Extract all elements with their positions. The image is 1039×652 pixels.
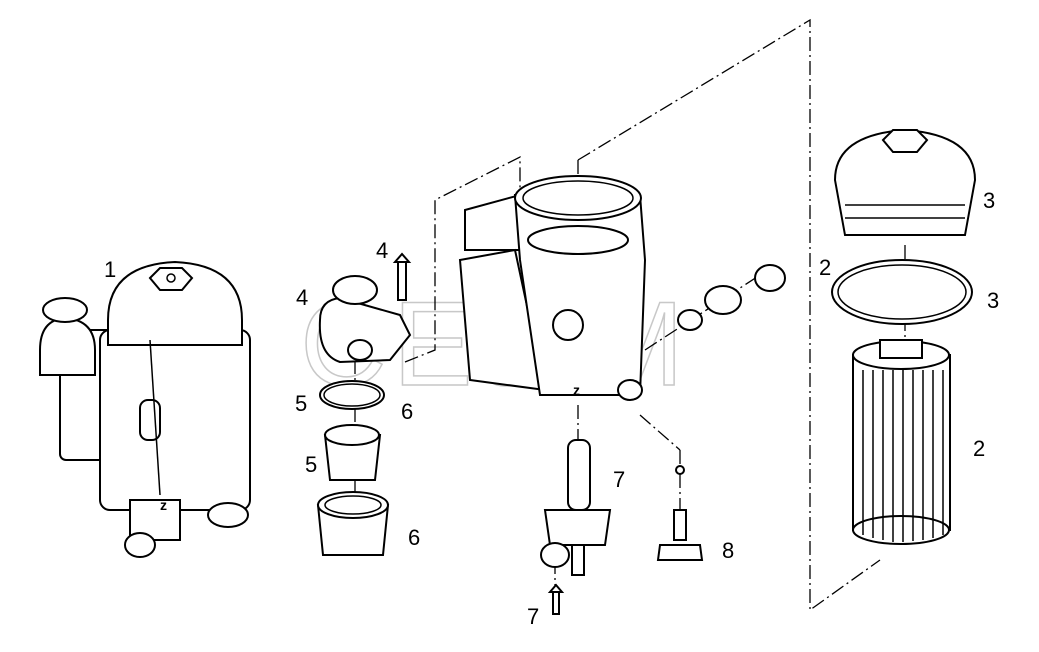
svg-text:z: z [160, 497, 167, 513]
callout-1: 1 [104, 257, 117, 282]
filter-housing: z [458, 175, 786, 401]
part-2-filter-element [852, 339, 951, 545]
callout-5: 5 [295, 391, 308, 416]
part-8-drain-plug [656, 465, 704, 561]
part-3-cover [833, 128, 977, 236]
callout-3: 3 [983, 188, 996, 213]
part-7-sensor [540, 439, 612, 615]
part-1-filter-assembly: z [39, 260, 251, 558]
callout-7: 7 [613, 467, 626, 492]
callout-5: 5 [305, 452, 318, 477]
svg-text:z: z [573, 382, 580, 398]
part-3-o-ring [831, 259, 973, 325]
callout-7: 7 [527, 604, 540, 629]
parts-5-6-rings-and-caps [316, 380, 390, 556]
callout-6: 6 [401, 399, 414, 424]
callout-4: 4 [376, 238, 389, 263]
callout-8: 8 [722, 538, 735, 563]
callout-4: 4 [296, 285, 309, 310]
callout-2: 2 [973, 436, 986, 461]
part-4-valve-body [318, 252, 412, 364]
callout-2: 2 [819, 255, 832, 280]
callout-6: 6 [408, 525, 421, 550]
callout-3: 3 [987, 288, 1000, 313]
